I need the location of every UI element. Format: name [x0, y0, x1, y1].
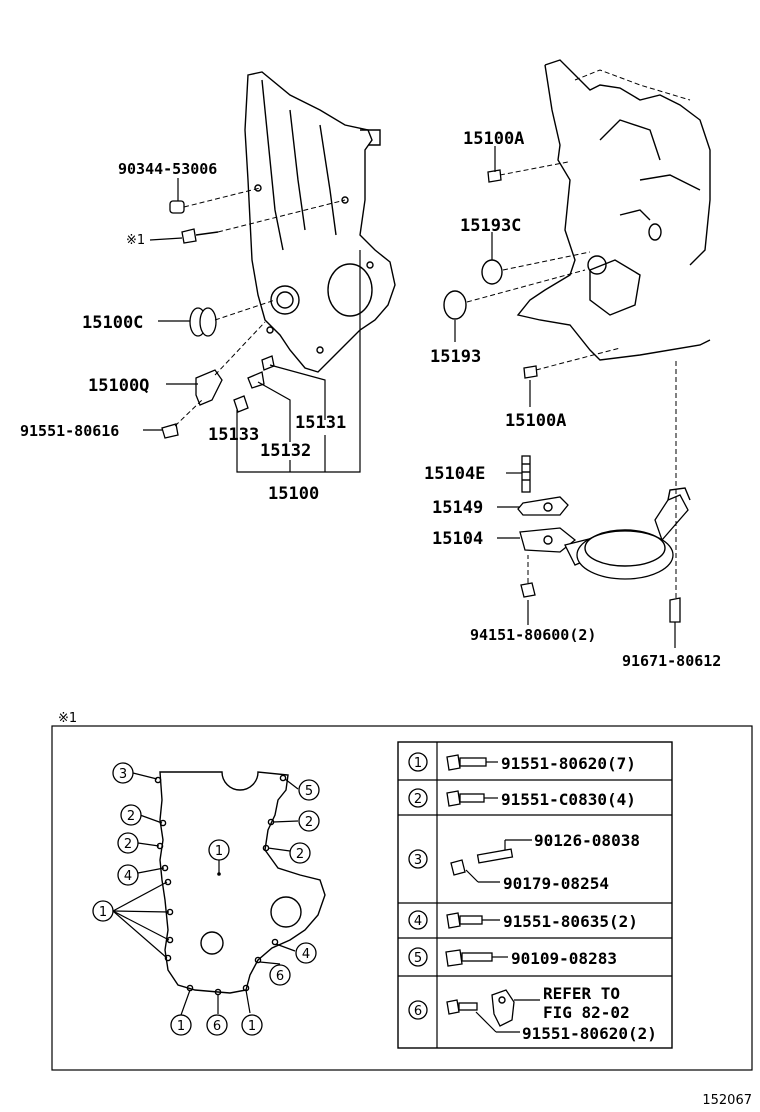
figure-id: 152067 — [702, 1093, 752, 1108]
svg-text:6: 6 — [414, 1004, 422, 1019]
svg-text:1: 1 — [215, 844, 223, 859]
label-15133: 15133 — [208, 425, 259, 445]
label-15100C: 15100C — [82, 313, 143, 333]
table-part-91551-80635: 91551-80635(2) — [503, 912, 638, 931]
inset-frame — [51, 725, 753, 1071]
inset-callout-leaders — [112, 772, 299, 1016]
table-part-91551-C0830: 91551-C0830(4) — [501, 790, 636, 809]
label-15100A-bottom: 15100A — [505, 411, 566, 431]
svg-text:6: 6 — [276, 969, 284, 984]
svg-text:6: 6 — [213, 1019, 221, 1034]
callout-2b: 2 — [117, 832, 139, 854]
callout-2c: 2 — [298, 810, 320, 832]
table-row-5: 5 90109-08283 — [408, 947, 617, 968]
label-15149: 15149 — [432, 498, 483, 518]
callout-5: 5 — [298, 779, 320, 801]
inset-callouts: 3 2 2 4 1 1 1 6 1 6 4 5 2 2 — [92, 762, 320, 1036]
callout-1b: 1 — [208, 839, 230, 861]
label-15193C: 15193C — [460, 216, 521, 236]
svg-text:4: 4 — [414, 914, 422, 929]
label-15100Q: 15100Q — [88, 376, 149, 396]
label-15100A-top: 15100A — [463, 129, 524, 149]
label-15104E: 15104E — [424, 464, 485, 484]
table-part-91551-80620: 91551-80620(7) — [501, 754, 636, 773]
label-15132: 15132 — [260, 441, 311, 461]
svg-text:2: 2 — [305, 815, 313, 830]
table-part-90179-08254: 90179-08254 — [503, 874, 609, 893]
left-leader-lines — [143, 178, 361, 473]
left-small-parts — [161, 187, 346, 439]
table-part-90126-08038: 90126-08038 — [534, 831, 640, 850]
svg-text:1: 1 — [414, 756, 422, 771]
svg-text:2: 2 — [127, 809, 135, 824]
table-row-1: 1 91551-80620(7) — [408, 752, 636, 773]
label-15104: 15104 — [432, 529, 483, 549]
callout-1c: 1 — [170, 1014, 192, 1036]
svg-text:2: 2 — [124, 837, 132, 852]
right-leader-lines — [454, 146, 676, 648]
inset-title: ※1 — [58, 711, 77, 726]
label-91551-80616: 91551-80616 — [20, 422, 119, 440]
label-ref-mark: ※1 — [126, 233, 145, 248]
svg-text:4: 4 — [124, 869, 132, 884]
engine-block-drawing — [516, 59, 711, 361]
label-90344-53006: 90344-53006 — [118, 160, 217, 178]
bolt-table: 1 91551-80620(7) 2 91551-C0830(4) 3 9012… — [397, 741, 673, 1049]
table-refer-to: REFER TO — [543, 984, 620, 1003]
callout-6a: 6 — [206, 1014, 228, 1036]
label-15131: 15131 — [295, 413, 346, 433]
table-row-4: 4 91551-80635(2) — [408, 910, 638, 931]
table-part-90109-08283: 90109-08283 — [511, 949, 617, 968]
svg-text:2: 2 — [296, 847, 304, 862]
timing-cover-drawing — [244, 71, 396, 373]
label-94151-80600: 94151-80600(2) — [470, 626, 596, 644]
callout-3: 3 — [112, 762, 134, 784]
svg-text:4: 4 — [302, 947, 310, 962]
label-15193: 15193 — [430, 347, 481, 367]
svg-text:5: 5 — [305, 784, 313, 799]
callout-1d: 1 — [241, 1014, 263, 1036]
table-fig-ref: FIG 82-02 — [543, 1003, 630, 1022]
svg-text:3: 3 — [414, 853, 422, 868]
callout-4a: 4 — [117, 864, 139, 886]
svg-text:1: 1 — [248, 1019, 256, 1034]
callout-2d: 2 — [289, 842, 311, 864]
svg-text:3: 3 — [119, 767, 127, 782]
label-91671-80612: 91671-80612 — [622, 652, 721, 670]
callout-6b: 6 — [269, 964, 291, 986]
table-part-91551-80620-2: 91551-80620(2) — [522, 1024, 657, 1043]
label-15100: 15100 — [268, 484, 319, 504]
svg-text:5: 5 — [414, 951, 422, 966]
svg-text:1: 1 — [177, 1019, 185, 1034]
svg-text:1: 1 — [99, 905, 107, 920]
svg-text:2: 2 — [414, 792, 422, 807]
table-row-3: 3 90126-08038 90179-08254 — [408, 831, 640, 893]
callout-2a: 2 — [120, 804, 142, 826]
table-row-6: 6 REFER TO FIG 82-02 91551-80620(2) — [408, 984, 657, 1043]
callout-1a: 1 — [92, 900, 114, 922]
callout-4b: 4 — [295, 942, 317, 964]
table-row-2: 2 91551-C0830(4) — [408, 788, 636, 809]
